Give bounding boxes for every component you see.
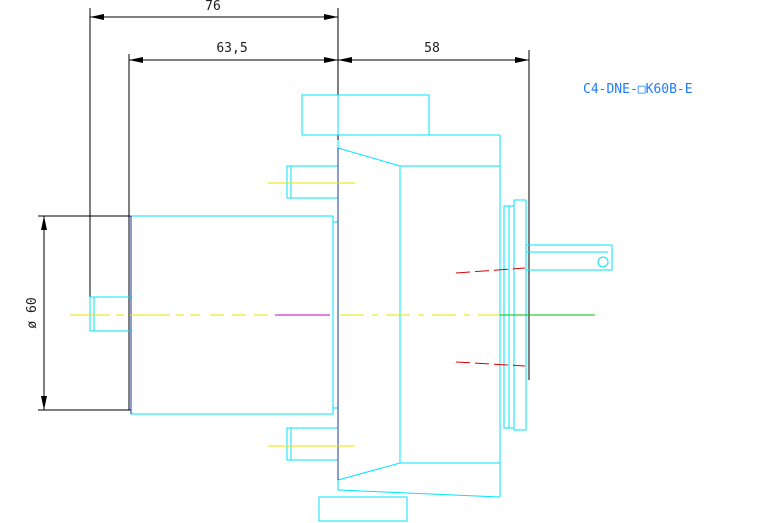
flange-housing xyxy=(337,147,401,481)
upper-bolt xyxy=(286,165,339,199)
shaft-keyway xyxy=(597,256,609,268)
dim-diameter: ø 60 xyxy=(25,297,40,328)
rear-stub xyxy=(89,296,132,332)
top-mount-block xyxy=(301,94,430,136)
dim-body-length: 63,5 xyxy=(216,41,247,56)
hidden-lines xyxy=(455,267,526,367)
dimension-lines xyxy=(38,8,530,478)
output-shaft xyxy=(525,244,613,271)
bottom-foot xyxy=(318,496,408,522)
centerlines xyxy=(70,182,595,447)
dim-flange-depth: 58 xyxy=(424,41,440,56)
part-code-label: C4-DNE-□K60B-E xyxy=(583,82,693,97)
dimension-arrows xyxy=(41,14,529,410)
lower-bolt xyxy=(286,427,339,461)
dim-overall-length: 76 xyxy=(205,0,221,14)
part-outline xyxy=(89,94,613,522)
